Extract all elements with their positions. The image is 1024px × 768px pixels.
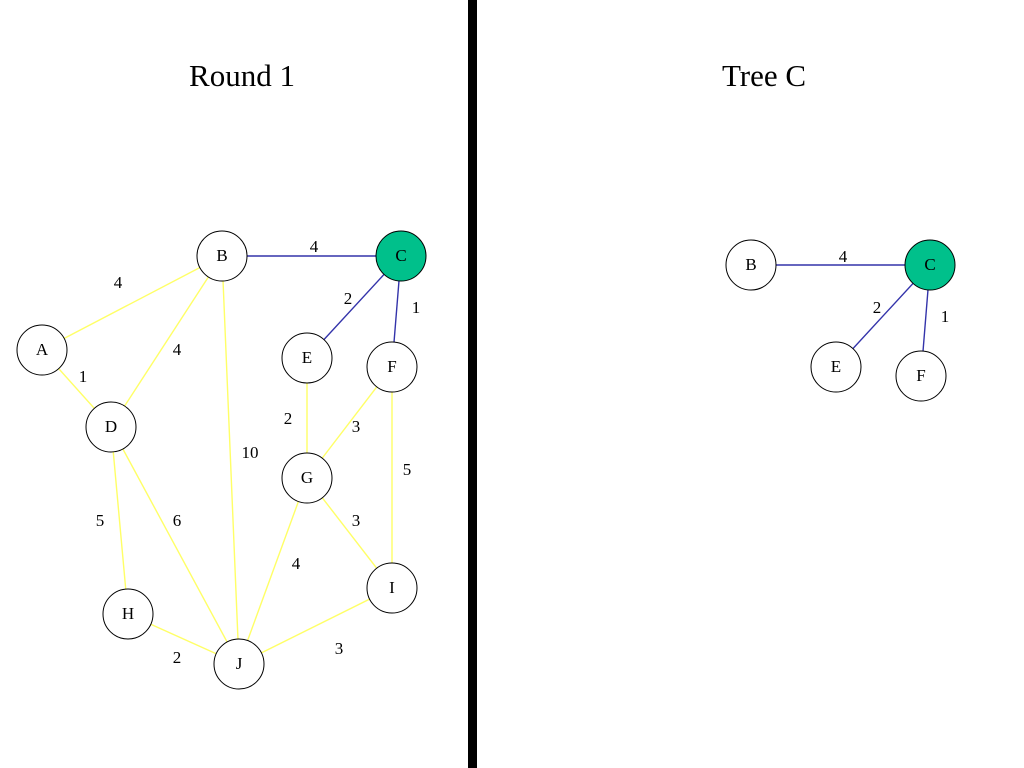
round-edge-B-D — [110, 255, 223, 428]
round-node-H: H — [102, 588, 154, 640]
tree-edge-weight-C-F: 1 — [941, 307, 950, 326]
round-node-label-E: E — [302, 348, 312, 367]
round-edge-weight-C-E: 2 — [344, 289, 353, 308]
tree-node-label-E: E — [831, 357, 841, 376]
round-edge-weight-A-D: 1 — [79, 367, 88, 386]
round-node-label-D: D — [105, 417, 117, 436]
tree-node-circle-E — [810, 341, 862, 393]
round-edge-weight-C-F: 1 — [412, 298, 421, 317]
round-edge-J-I — [238, 587, 393, 665]
round-node-circle-H — [102, 588, 154, 640]
round-edge-weight-H-J: 2 — [173, 648, 182, 667]
round-node-label-F: F — [387, 357, 396, 376]
round-node-B: B — [196, 230, 248, 282]
round-edge-weight-B-D: 4 — [173, 340, 182, 359]
tree-node-circle-B — [725, 239, 777, 291]
tree-title: Tree C — [721, 58, 807, 93]
tree-node-F: F — [895, 350, 947, 402]
round-node-circle-F — [366, 341, 418, 393]
round-node-circle-G — [281, 452, 333, 504]
round-edge-D-J — [110, 426, 240, 665]
round-node-C: C — [375, 230, 427, 282]
tree-node-B: B — [725, 239, 777, 291]
round-node-J: J — [213, 638, 265, 690]
tree-node-label-C: C — [924, 255, 935, 274]
round-node-label-C: C — [395, 246, 406, 265]
round-node-circle-A — [16, 324, 68, 376]
round-node-E: E — [281, 332, 333, 384]
round-edge-weight-E-G: 2 — [284, 409, 293, 428]
round-edge-weight-A-B: 4 — [114, 273, 123, 292]
round-edge-D-H — [110, 426, 129, 615]
round-edge-A-B — [41, 255, 223, 351]
round-node-label-B: B — [216, 246, 227, 265]
round-node-circle-I — [366, 562, 418, 614]
round-node-circle-B — [196, 230, 248, 282]
tree-node-C: C — [904, 239, 956, 291]
round-node-label-H: H — [122, 604, 134, 623]
round-edge-weight-B-J: 10 — [242, 443, 259, 462]
round-node-G: G — [281, 452, 333, 504]
round-edge-weight-J-I: 3 — [335, 639, 344, 658]
round-node-D: D — [85, 401, 137, 453]
round-title: Round 1 — [189, 58, 295, 93]
round-node-circle-D — [85, 401, 137, 453]
round-edge-B-J — [221, 255, 240, 665]
round-node-circle-E — [281, 332, 333, 384]
tree-node-label-B: B — [745, 255, 756, 274]
round-node-label-I: I — [389, 578, 395, 597]
round-node-label-J: J — [236, 654, 243, 673]
round-edge-weight-G-J: 4 — [292, 554, 301, 573]
round-node-label-G: G — [301, 468, 313, 487]
tree-node-circle-F — [895, 350, 947, 402]
round-edge-weight-F-G: 3 — [352, 417, 361, 436]
round-node-circle-C — [375, 230, 427, 282]
panel-divider — [468, 0, 477, 768]
tree-edge-weight-B-C: 4 — [839, 247, 848, 266]
round-edge-weight-G-I: 3 — [352, 511, 361, 530]
tree-node-circle-C — [904, 239, 956, 291]
round-edge-weight-D-J: 6 — [173, 511, 182, 530]
round-node-F: F — [366, 341, 418, 393]
round-edge-weight-B-C: 4 — [310, 237, 319, 256]
round-node-I: I — [366, 562, 418, 614]
round-node-A: A — [16, 324, 68, 376]
tree-node-label-F: F — [916, 366, 925, 385]
round-edge-G-J — [238, 477, 308, 665]
round-node-circle-J — [213, 638, 265, 690]
round-edge-weight-D-H: 5 — [96, 511, 105, 530]
round-node-label-A: A — [36, 340, 49, 359]
round-graph: 4 1 4 10 4 2 1 2 3 5 5 6 4 3 2 3 A B C D E F G H I J — [16, 230, 427, 690]
tree-node-E: E — [810, 341, 862, 393]
tree-edge-weight-C-E: 2 — [873, 298, 882, 317]
round-edge-weight-F-I: 5 — [403, 460, 412, 479]
